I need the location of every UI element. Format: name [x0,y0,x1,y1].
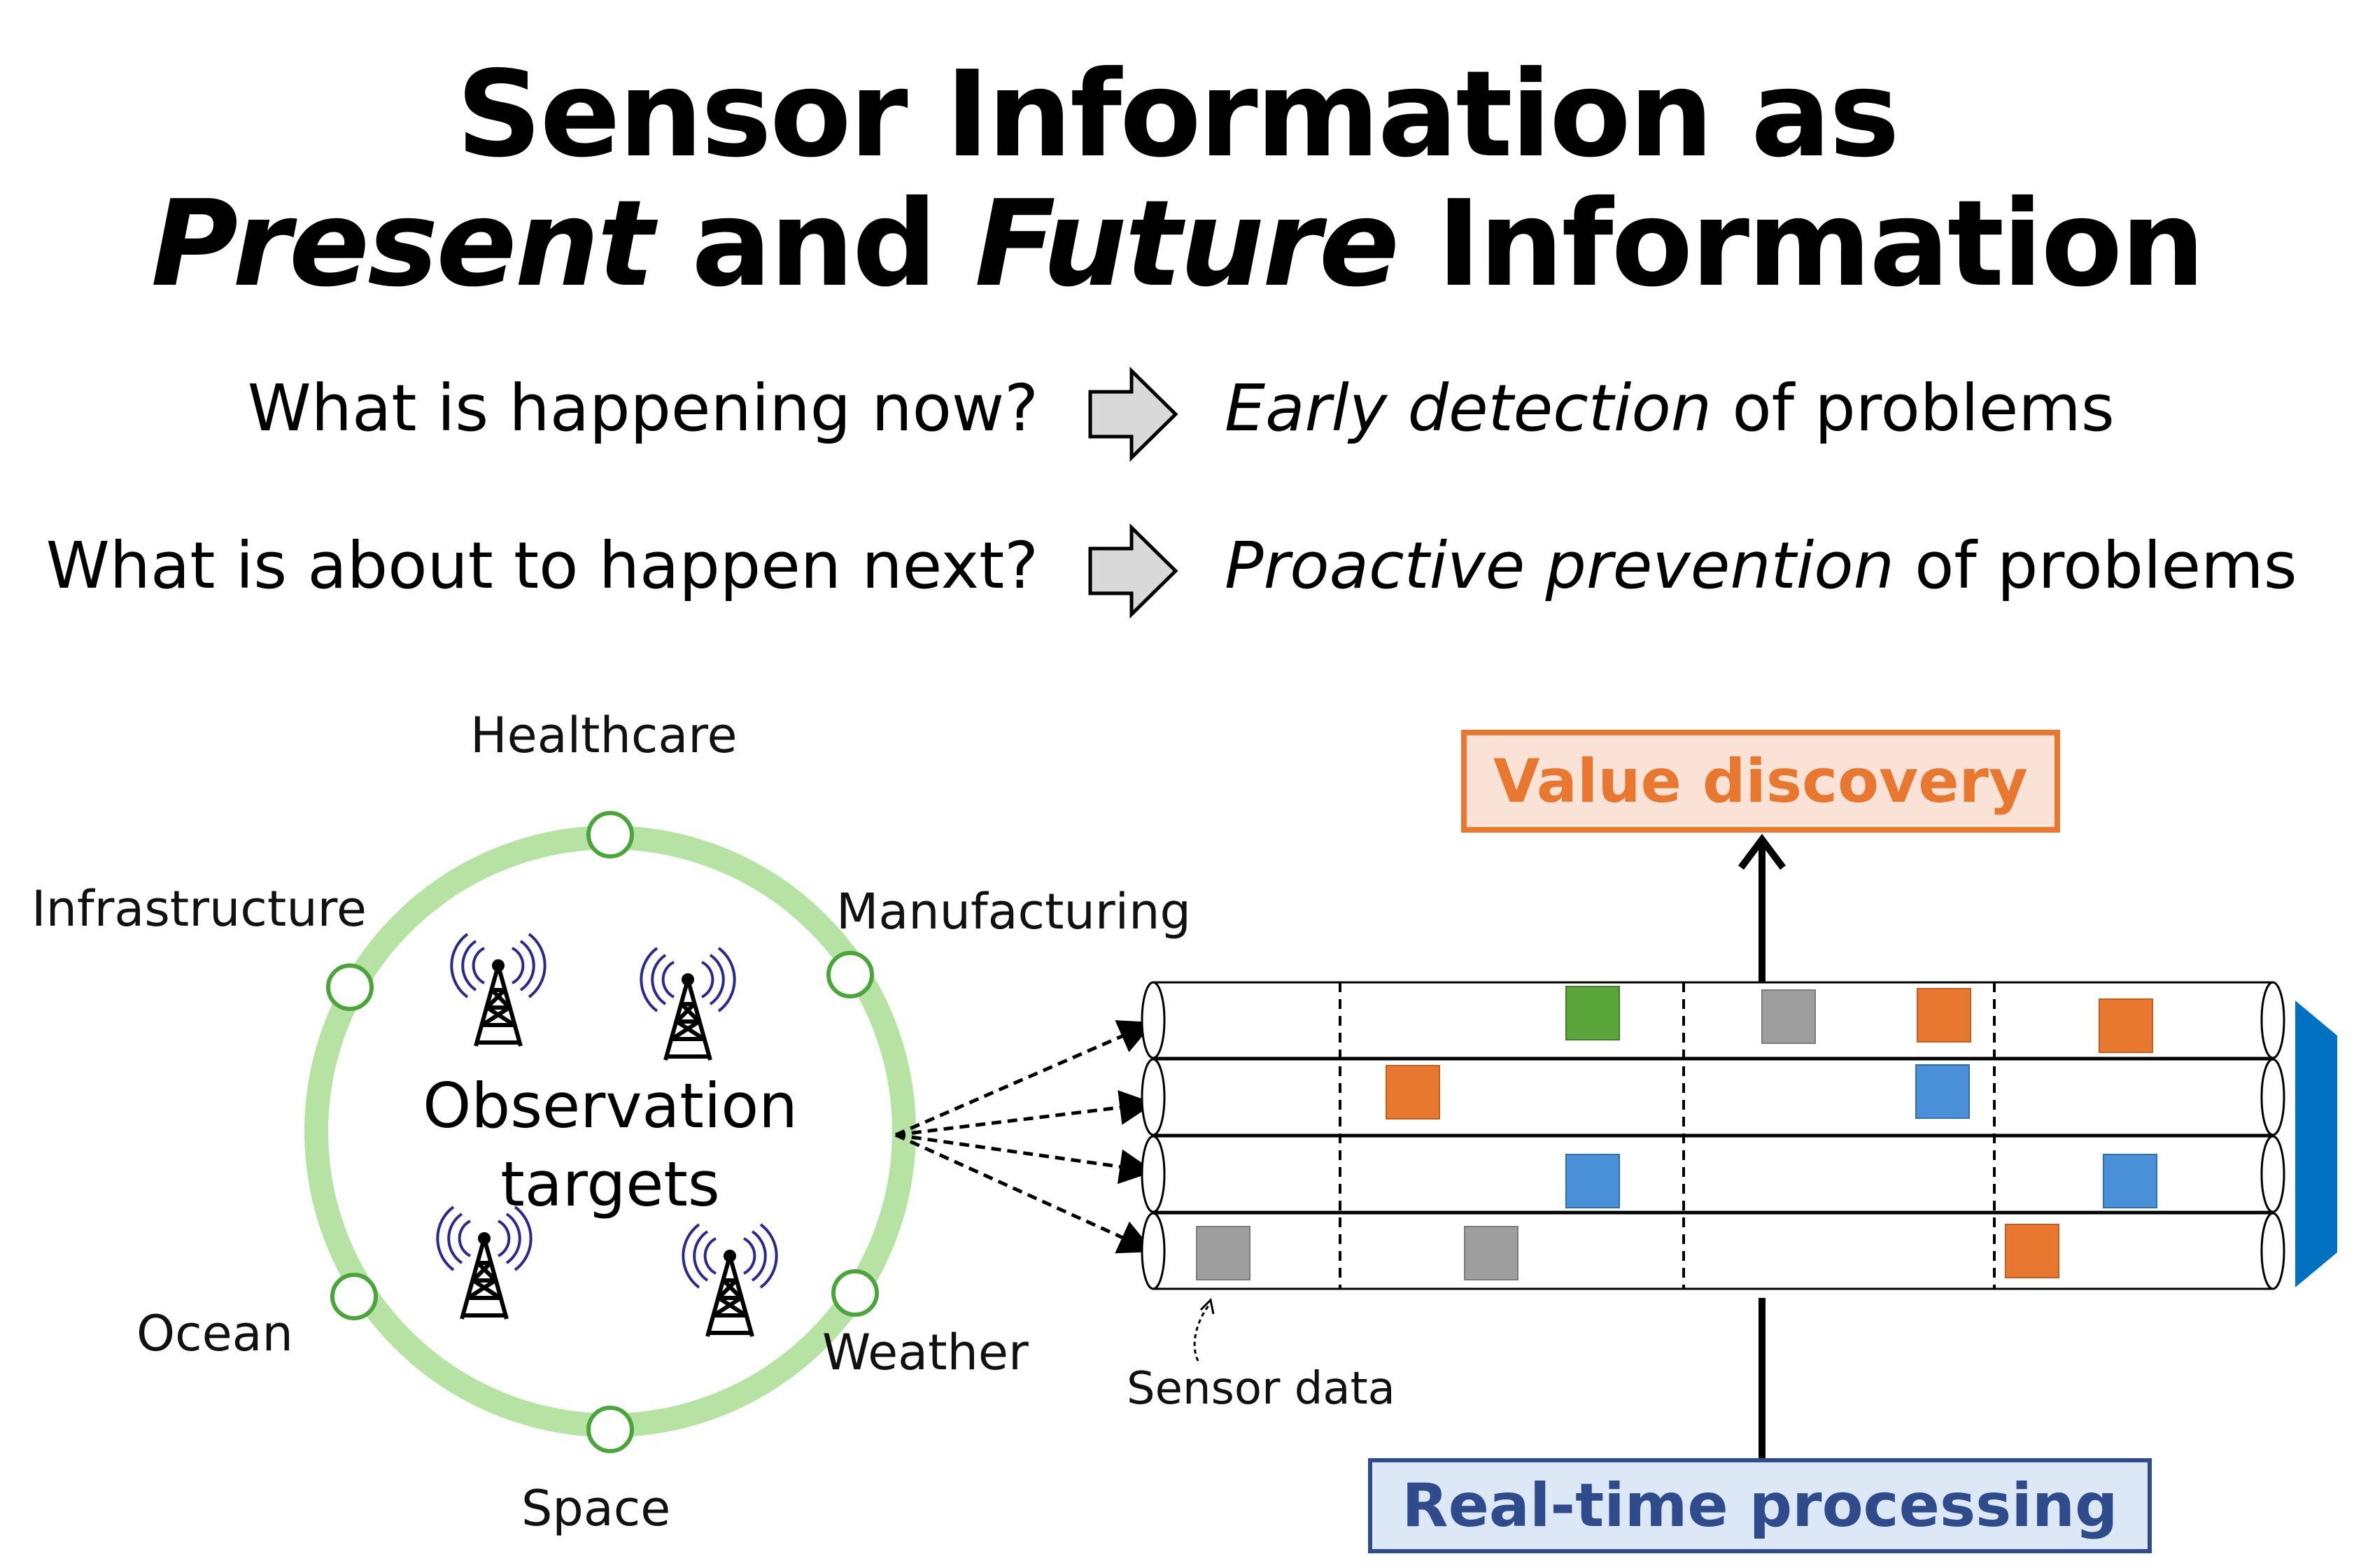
answer-next-rest: of problems [1915,528,2297,603]
block-gray-1 [1761,989,1816,1044]
node-healthcare [586,811,634,859]
data-blocks [1196,986,2157,1280]
label-healthcare: Healthcare [470,707,738,764]
observation-targets-label: Observation targets [379,1067,841,1224]
value-discovery-box: Value discovery [1461,730,2060,833]
block-blue-3 [2103,1154,2157,1208]
title-line-1: Sensor Information as [456,45,1900,184]
center-line-2: targets [500,1148,720,1220]
label-infrastructure: Infrastructure [31,880,367,938]
center-line-1: Observation [423,1070,798,1142]
antenna-icon-2 [641,948,734,1060]
label-ocean: Ocean [136,1305,293,1362]
label-weather: Weather [822,1324,1029,1381]
block-orange-3 [1386,1065,1440,1120]
block-green [1565,986,1620,1040]
block-orange-1 [1917,988,1971,1043]
block-orange-4 [2005,1224,2059,1278]
ring-nodes [326,811,879,1453]
title-line-2: Present and Future Information [0,175,2354,313]
answer-next-em: Proactive prevention [1225,528,1894,603]
answer-now-rest: of problems [1732,371,2115,446]
answer-now-em: Early detection [1225,371,1712,446]
label-manufacturing: Manufacturing [836,883,1191,940]
antenna-icon-1 [451,934,544,1046]
question-now: What is happening now? [247,371,1038,446]
antenna-icon-3 [437,1207,530,1319]
block-blue-1 [1915,1064,1970,1119]
answer-now: Early detection of problems [1225,371,2115,446]
question-next: What is about to happen next? [45,528,1038,603]
node-space [586,1406,634,1453]
block-blue-2 [1565,1154,1620,1208]
label-space: Space [521,1480,671,1537]
title-information: Information [1437,175,2205,313]
window-dividers [1339,982,1996,1289]
title-present: Present [150,175,654,313]
block-orange-2 [2099,998,2153,1053]
node-ocean [330,1273,378,1320]
block-gray-3 [1464,1226,1518,1280]
stream-arrows [894,1020,1155,1254]
hollow-arrow-2 [1088,523,1178,619]
answer-next: Proactive prevention of problems [1225,528,2297,603]
node-infrastructure [326,963,374,1011]
title-and: and [691,175,937,313]
block-gray-2 [1196,1226,1250,1280]
sensor-data-pointer [1193,1304,1211,1362]
value-arrow-head [1738,833,1786,870]
sensor-data-label: Sensor data [1127,1363,1395,1415]
node-manufacturing [826,951,874,998]
stream-end-cap [2295,1001,2337,1287]
real-time-processing-box: Real-time processing [1368,1458,2152,1553]
antenna-icon-4 [683,1224,776,1336]
node-weather [831,1269,879,1317]
title-future: Future [974,175,1400,313]
hollow-arrow-1 [1088,367,1178,462]
